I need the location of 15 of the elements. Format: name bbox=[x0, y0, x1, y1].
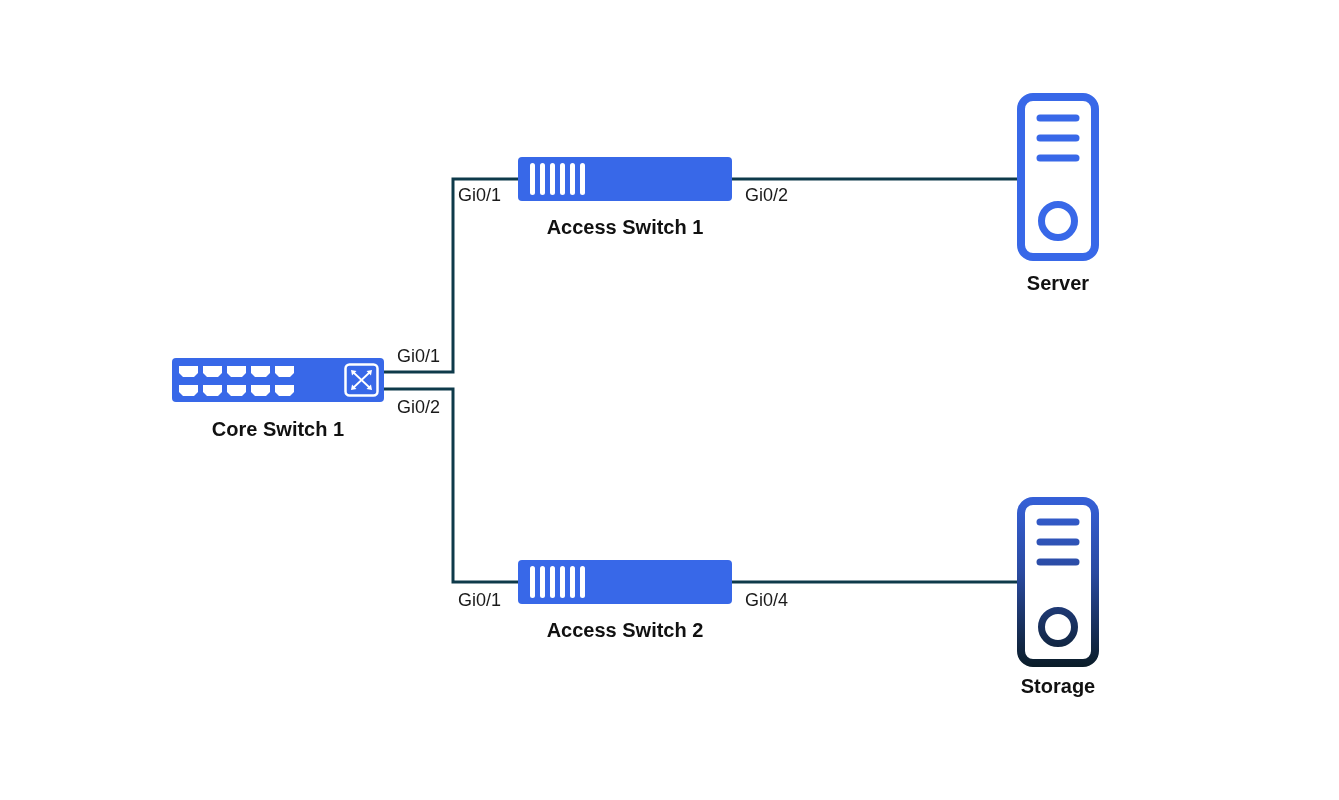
port-label: Gi0/2 bbox=[745, 184, 789, 206]
port-label: Gi0/4 bbox=[745, 589, 789, 611]
port-label: Gi0/1 bbox=[458, 184, 502, 206]
device-label: Core Switch 1 bbox=[211, 417, 345, 441]
device-label: Storage bbox=[1020, 674, 1096, 698]
connection-line bbox=[384, 177, 518, 374]
device-label: Access Switch 2 bbox=[546, 618, 704, 642]
device-label: Access Switch 1 bbox=[546, 215, 704, 239]
port-label: Gi0/1 bbox=[397, 345, 441, 367]
device-label: Server bbox=[1026, 271, 1090, 295]
connection-line bbox=[732, 177, 1017, 181]
connection-line bbox=[384, 387, 518, 584]
port-label: Gi0/2 bbox=[397, 396, 441, 418]
connection-line bbox=[732, 580, 1017, 584]
port-label: Gi0/1 bbox=[458, 589, 502, 611]
